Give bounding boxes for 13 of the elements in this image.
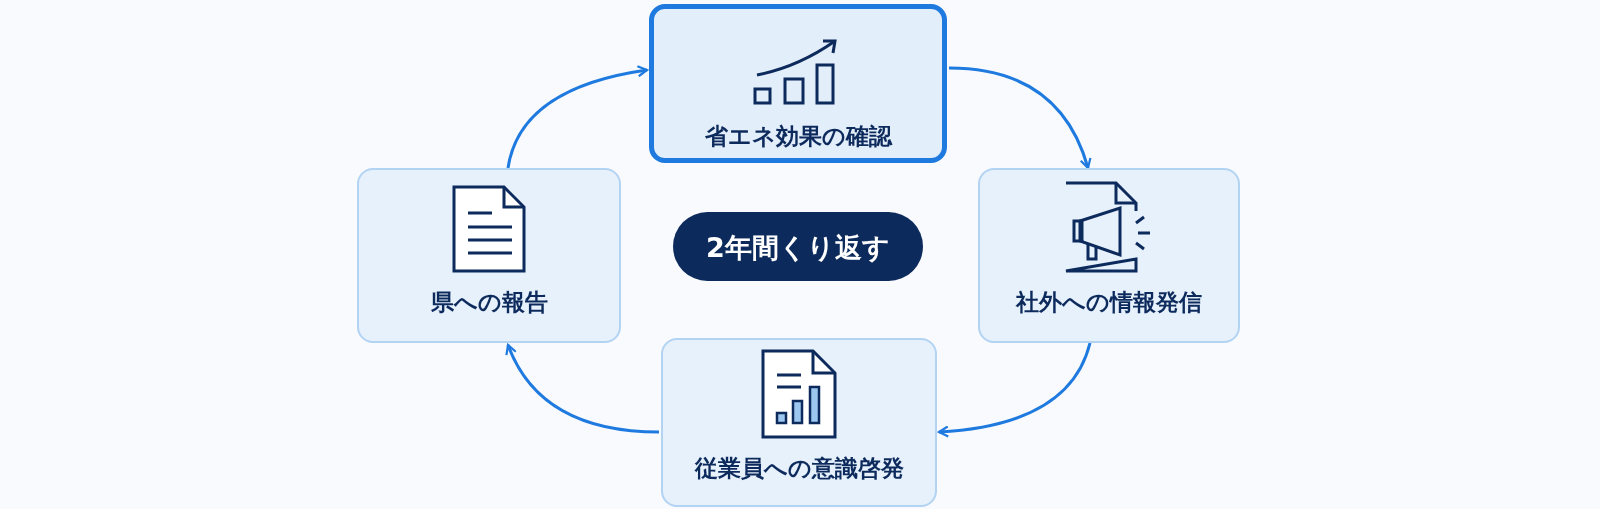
arrow [506,65,649,169]
arrow [505,343,660,434]
pill-label: 2年間くり返す [705,231,891,265]
step-label: 社外への情報発信 [1014,288,1203,317]
step-box [357,168,621,343]
arrow [937,342,1092,438]
step-label: 省エネ効果の確認 [703,122,894,151]
step-box [649,4,947,163]
arrow [948,66,1092,170]
step-box [978,168,1240,343]
step-label: 従業員への意識啓発 [693,454,905,483]
step-box [661,338,937,507]
step-label: 県への報告 [429,288,549,317]
